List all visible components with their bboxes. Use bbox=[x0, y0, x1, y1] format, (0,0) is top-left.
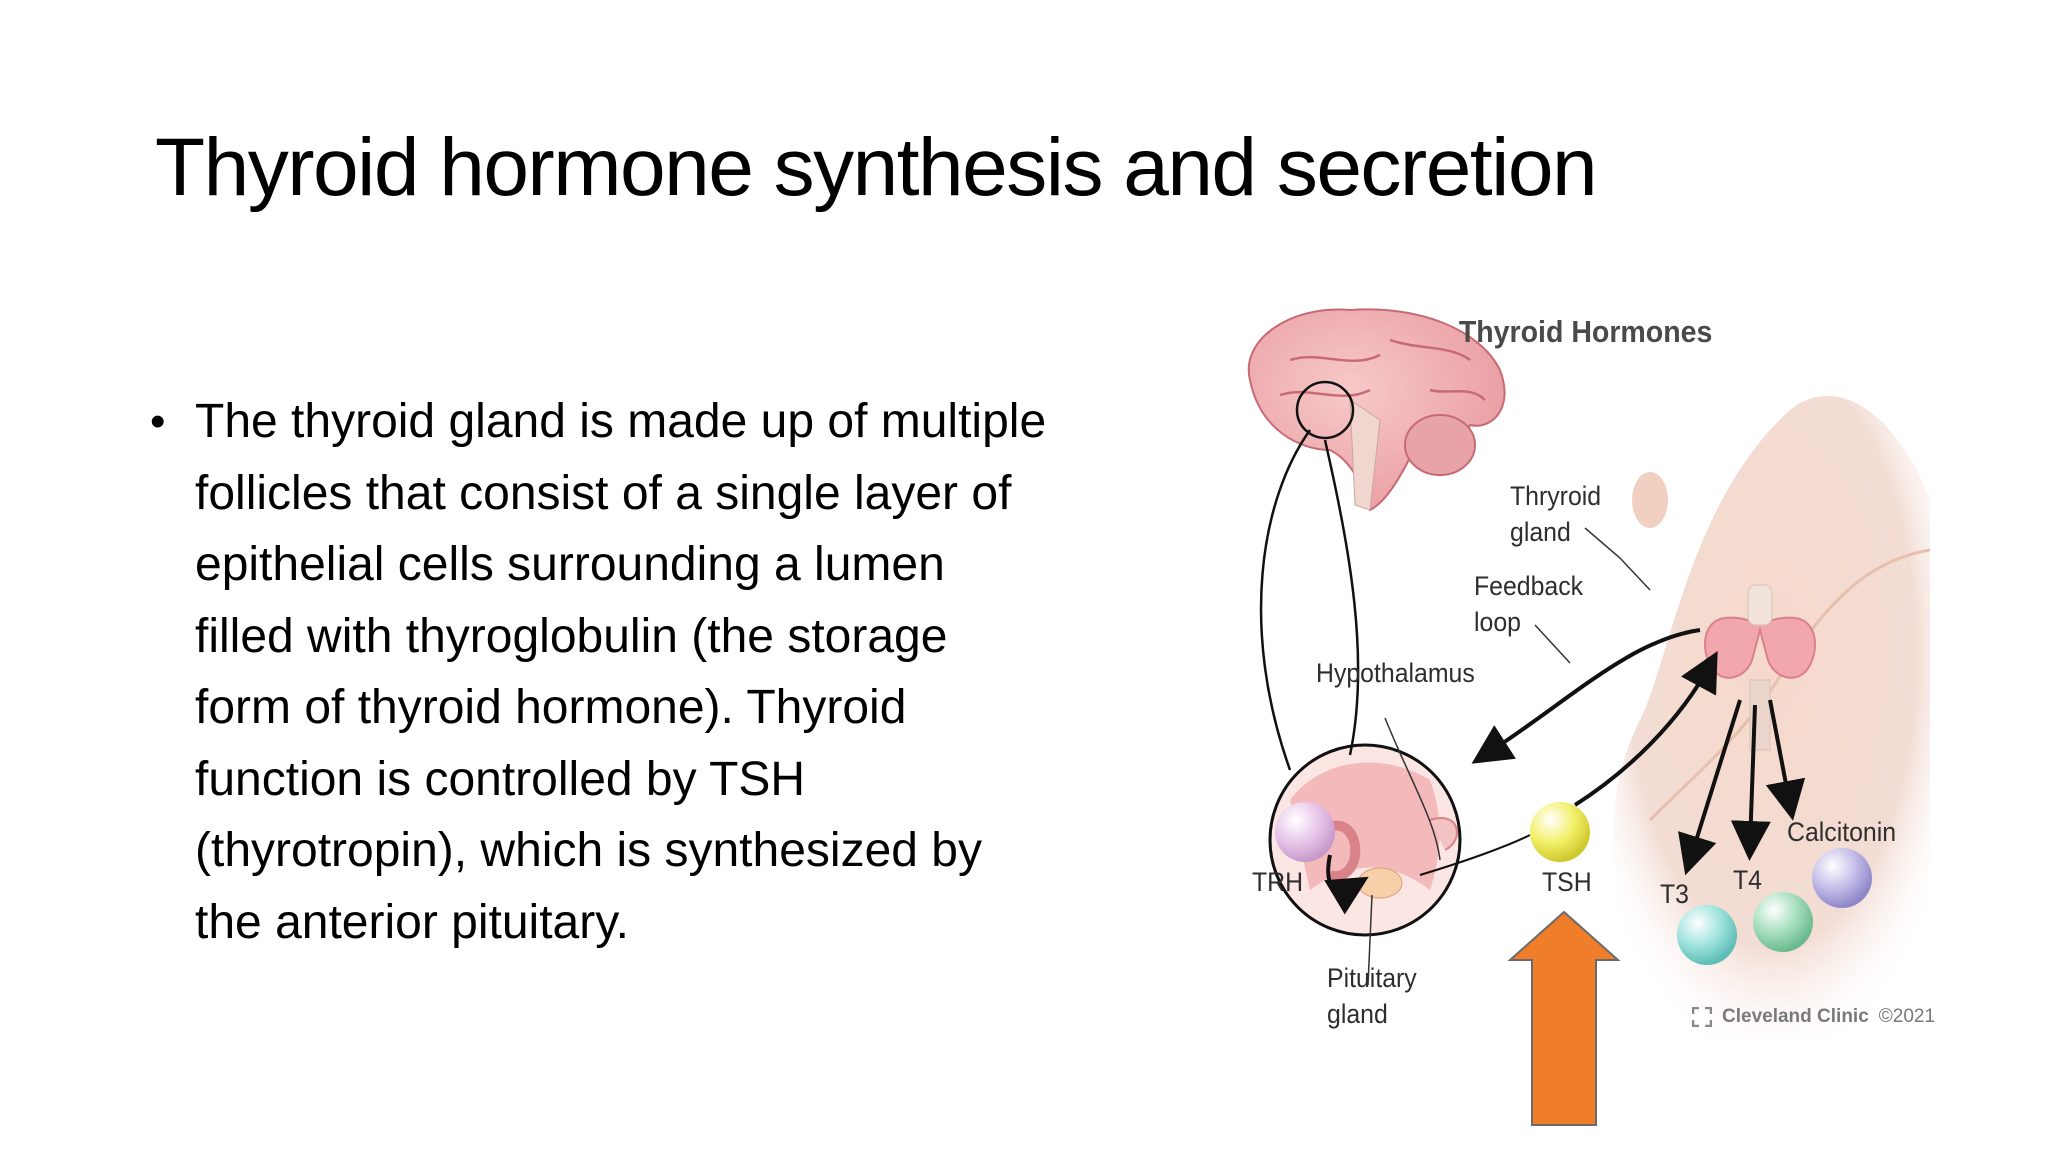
bullet-list: • The thyroid gland is made up of multip… bbox=[150, 386, 1180, 958]
hypothalamus-zoom bbox=[1268, 743, 1462, 937]
bullet-marker: • bbox=[150, 397, 166, 446]
t3-label: T3 bbox=[1660, 879, 1689, 909]
thyroid-diagram-illustration bbox=[1247, 308, 1930, 1126]
thyroid-hormones-figure: Thyroid Hormones Thryroid gland Feedback… bbox=[1230, 300, 1935, 1140]
tsh-label: TSH bbox=[1542, 867, 1592, 897]
thyroid-gland-label: Thryroid gland bbox=[1510, 481, 1602, 547]
tsh-sphere bbox=[1530, 802, 1590, 862]
hypothalamus-label: Hypothalamus bbox=[1316, 658, 1475, 688]
calcitonin-sphere bbox=[1812, 848, 1872, 908]
orange-annotation-arrow bbox=[1507, 910, 1621, 1126]
slide-title: Thyroid hormone synthesis and secretion bbox=[155, 122, 1598, 213]
credit-year: ©2021 bbox=[1878, 1006, 1936, 1027]
figure-title: Thyroid Hormones bbox=[1458, 314, 1713, 349]
bullet-text: The thyroid gland is made up of multiple… bbox=[195, 395, 1047, 949]
credit-brand: Cleveland Clinic bbox=[1722, 1006, 1869, 1027]
trh-sphere bbox=[1275, 802, 1335, 862]
t3-sphere bbox=[1677, 905, 1737, 965]
trh-label: TRH bbox=[1252, 867, 1304, 897]
figure-credit: Cleveland Clinic ©2021 bbox=[1692, 1006, 1935, 1028]
t4-label: T4 bbox=[1733, 865, 1762, 895]
cleveland-clinic-logo-icon bbox=[1692, 1007, 1712, 1027]
pituitary-gland-label: Pituitary gland bbox=[1327, 963, 1417, 1029]
t4-sphere bbox=[1753, 892, 1813, 952]
brain-shape bbox=[1247, 308, 1506, 512]
feedback-loop-label: Feedback loop bbox=[1474, 571, 1584, 637]
calcitonin-label: Calcitonin bbox=[1787, 817, 1897, 847]
